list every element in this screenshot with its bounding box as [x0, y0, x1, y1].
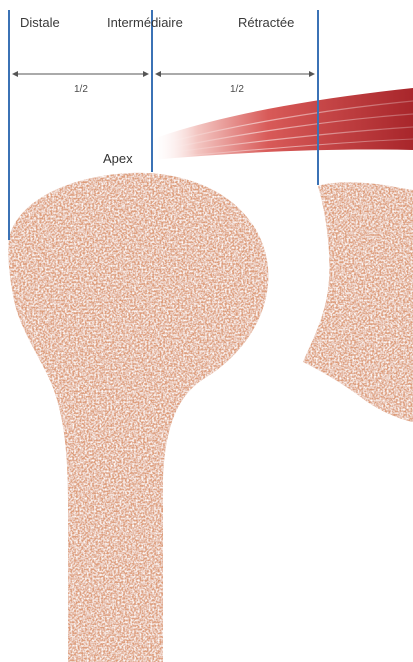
- zone-label-intermediaire: Intermédiaire: [107, 15, 183, 30]
- zone-label-retractee: Rétractée: [238, 15, 294, 30]
- fraction-label-right: 1/2: [230, 84, 244, 95]
- humerus-bone: [8, 173, 268, 662]
- muscle-tendon: [150, 88, 413, 160]
- apex-label: Apex: [103, 151, 133, 166]
- fraction-label-left: 1/2: [74, 84, 88, 95]
- glenoid-bone: [303, 182, 413, 422]
- zone-label-distale: Distale: [20, 15, 60, 30]
